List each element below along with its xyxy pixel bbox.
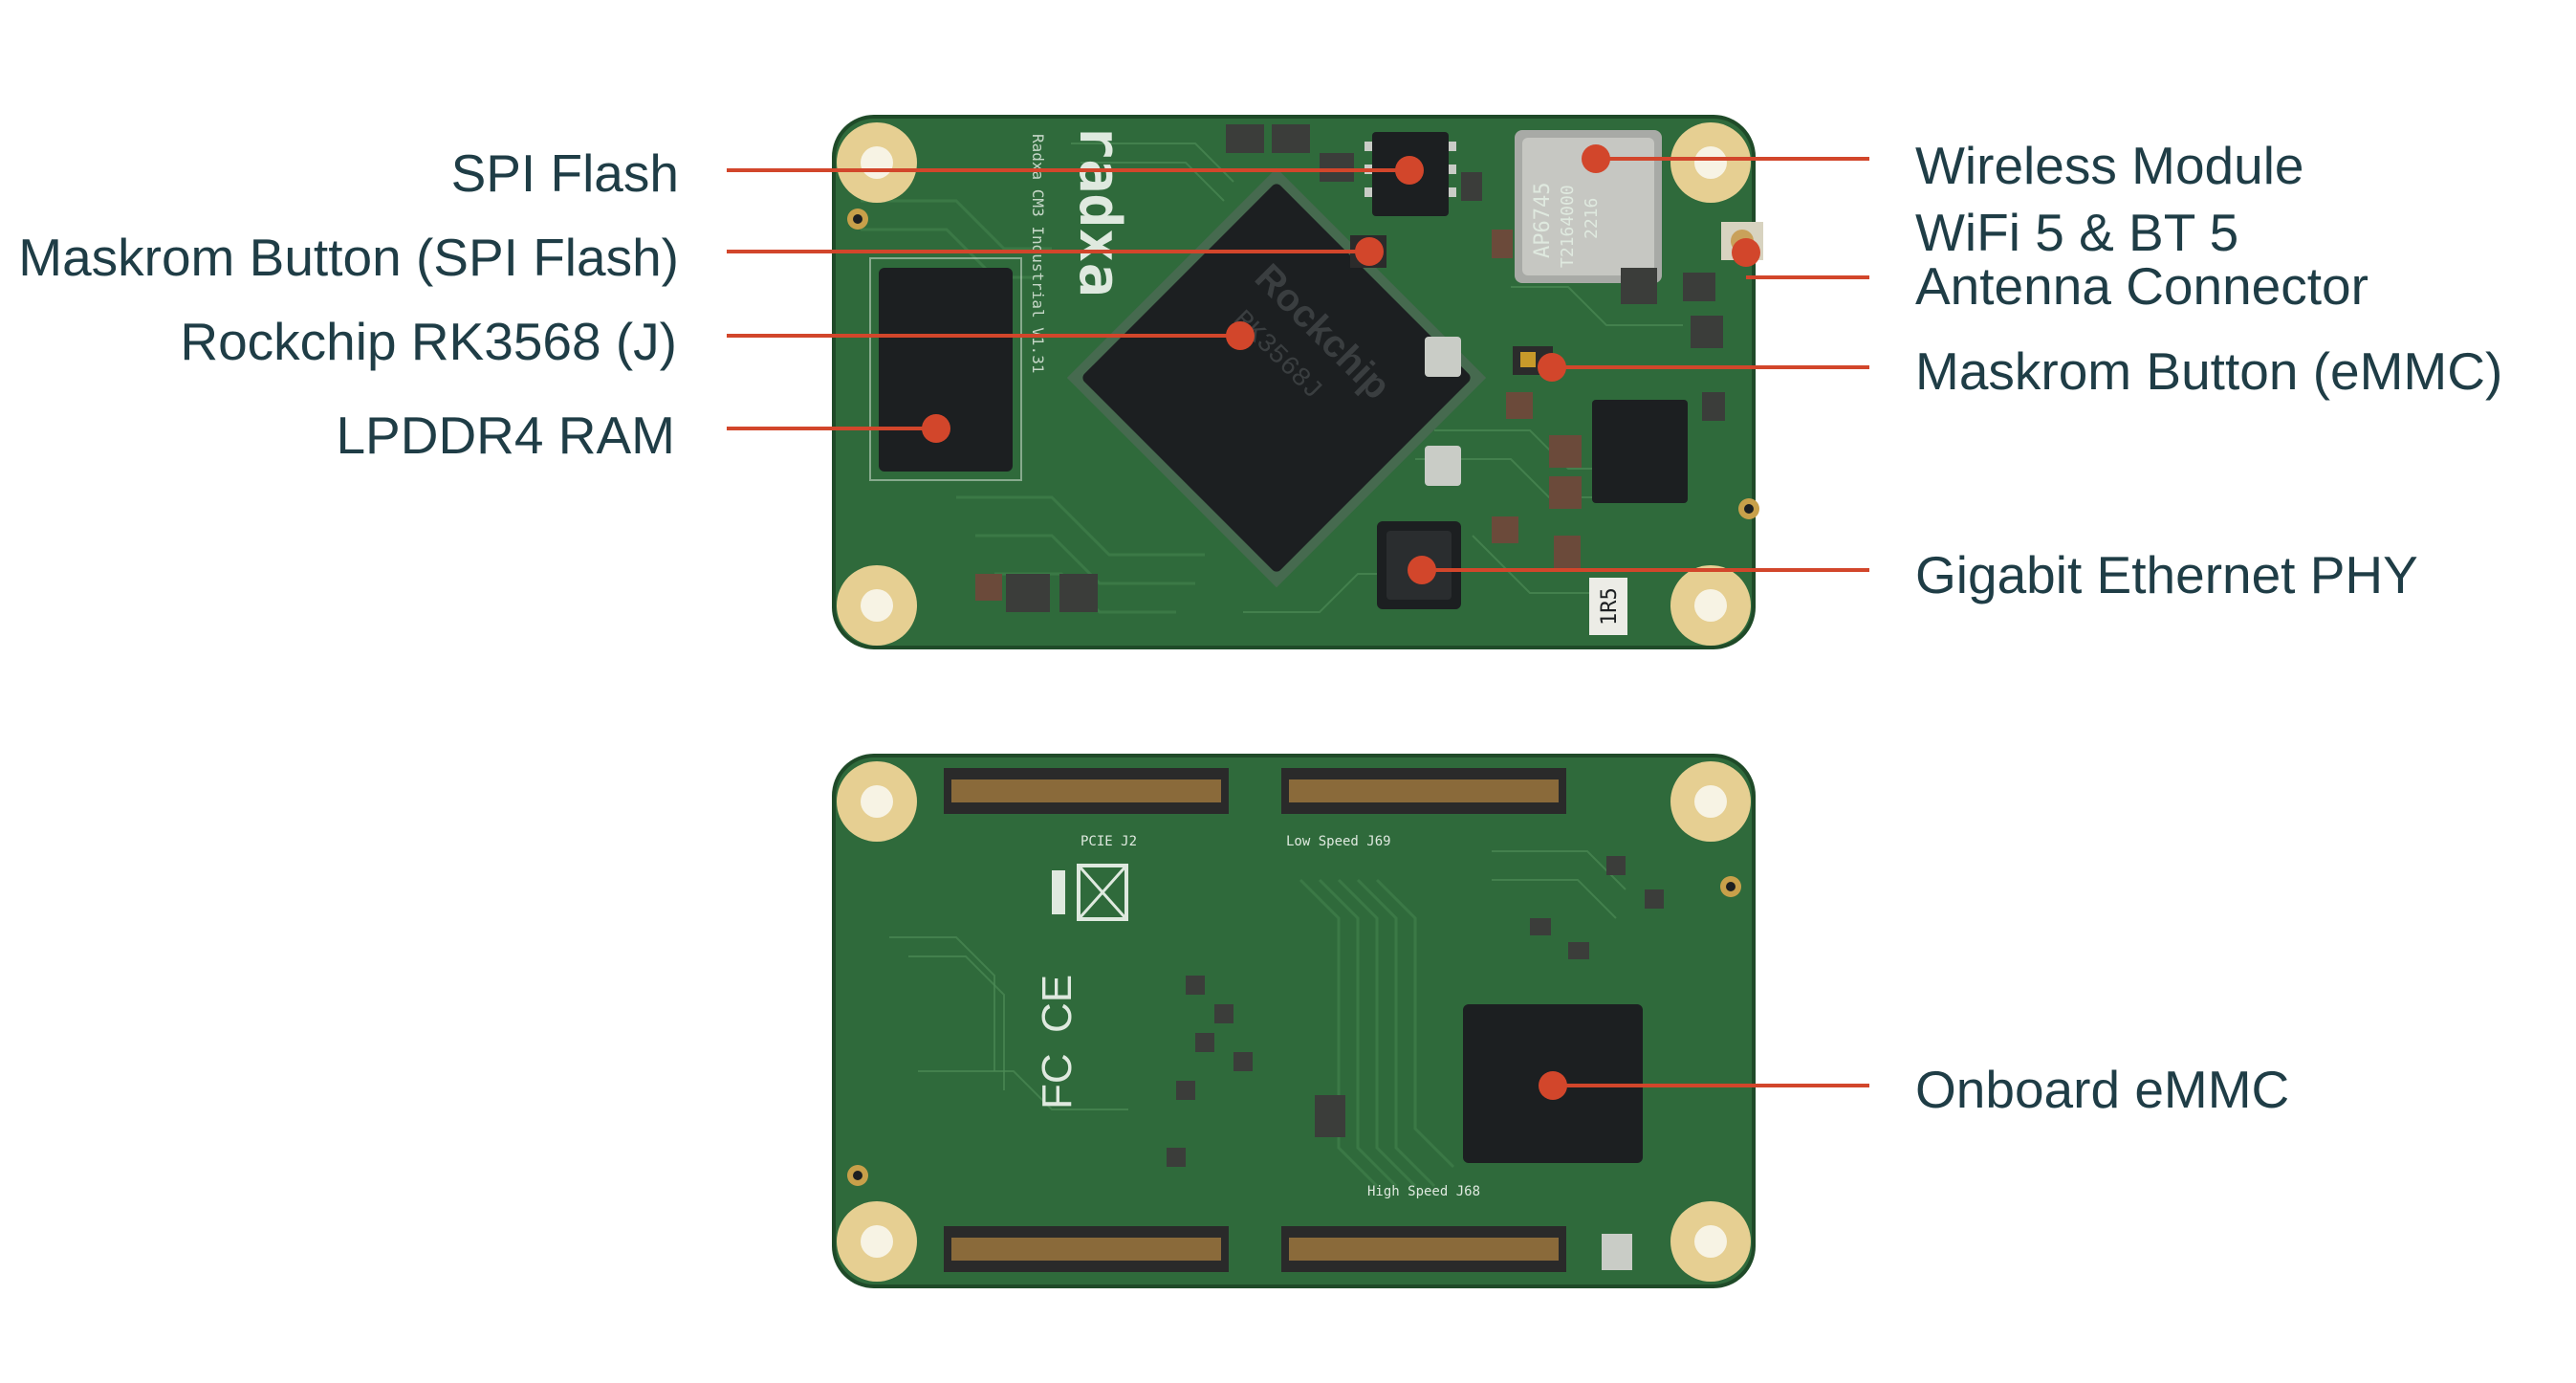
conn-low-silk: Low Speed J69 xyxy=(1286,834,1391,849)
label-maskrom-emmc: Maskrom Button (eMMC) xyxy=(1915,341,2502,401)
connector-low-speed: Low Speed J69 xyxy=(1281,768,1566,849)
rev-sticker-text: 1R5 xyxy=(1598,587,1622,626)
label-wireless: Wireless Module xyxy=(1915,136,2304,195)
label-antenna: Antenna Connector xyxy=(1915,256,2369,316)
brand-silk: radxa xyxy=(1066,124,1133,297)
connector-high-speed: High Speed J68 xyxy=(1281,1184,1566,1272)
leader-dots xyxy=(922,144,1760,1100)
label-emmc: Onboard eMMC xyxy=(1915,1060,2289,1119)
labels-right: Wireless Module WiFi 5 & BT 5 Antenna Co… xyxy=(1915,136,2502,1119)
regulatory-marks: CE FC xyxy=(1034,864,1128,1109)
wifi-module-silk: AP6745 xyxy=(1531,183,1555,258)
wireless-module: AP6745 T2164000 2216 xyxy=(1515,130,1662,283)
bottom-mount-pads xyxy=(837,761,1751,1282)
label-spi-flash: SPI Flash xyxy=(451,143,679,203)
labels-left: SPI Flash Maskrom Button (SPI Flash) Roc… xyxy=(18,143,679,465)
label-maskrom-spi: Maskrom Button (SPI Flash) xyxy=(18,228,679,287)
lpddr4-chip xyxy=(869,257,1022,481)
wifi-code-silk: T2164000 xyxy=(1558,185,1578,268)
conn-high-silk: High Speed J68 xyxy=(1367,1184,1480,1199)
label-ethernet: Gigabit Ethernet PHY xyxy=(1915,545,2418,604)
conn-pcie-silk: PCIE J2 xyxy=(1081,834,1137,849)
ce-mark: CE xyxy=(1034,975,1081,1033)
model-silk: Radxa CM3 Industrial V1.31 xyxy=(1029,134,1047,373)
dot-maskrom-emmc xyxy=(1538,353,1566,382)
dot-emmc xyxy=(1539,1071,1567,1100)
wifi-date-silk: 2216 xyxy=(1582,198,1602,239)
board-top: radxa Radxa CM3 Industrial V1.31 Rockchi… xyxy=(832,115,1763,649)
dot-spi-flash xyxy=(1395,156,1424,185)
dot-rk3568 xyxy=(1226,321,1255,350)
top-misc-chips xyxy=(975,124,1725,612)
dot-lpddr4 xyxy=(922,414,950,443)
connector-bottom-left xyxy=(944,1226,1229,1272)
connector-pcie: PCIE J2 xyxy=(944,768,1229,849)
fc-mark: FC xyxy=(1034,1053,1081,1109)
leader-lines xyxy=(727,157,1869,1087)
label-lpddr4: LPDDR4 RAM xyxy=(336,406,675,465)
dot-ethernet xyxy=(1408,556,1436,584)
bottom-traces xyxy=(889,850,1626,1188)
label-wireless-2: WiFi 5 & BT 5 xyxy=(1915,203,2238,262)
dot-wireless xyxy=(1582,144,1610,173)
dot-antenna xyxy=(1732,238,1760,267)
label-rk3568: Rockchip RK3568 (J) xyxy=(180,312,677,371)
board-bottom: PCIE J2 Low Speed J69 High Speed J68 xyxy=(832,754,1756,1288)
dot-maskrom-spi xyxy=(1355,237,1384,266)
radxa-silkscreen: radxa Radxa CM3 Industrial V1.31 xyxy=(1029,124,1133,373)
rev-sticker: 1R5 xyxy=(1589,578,1627,635)
top-mount-pads xyxy=(837,122,1759,646)
bottom-misc-components xyxy=(1167,856,1664,1270)
